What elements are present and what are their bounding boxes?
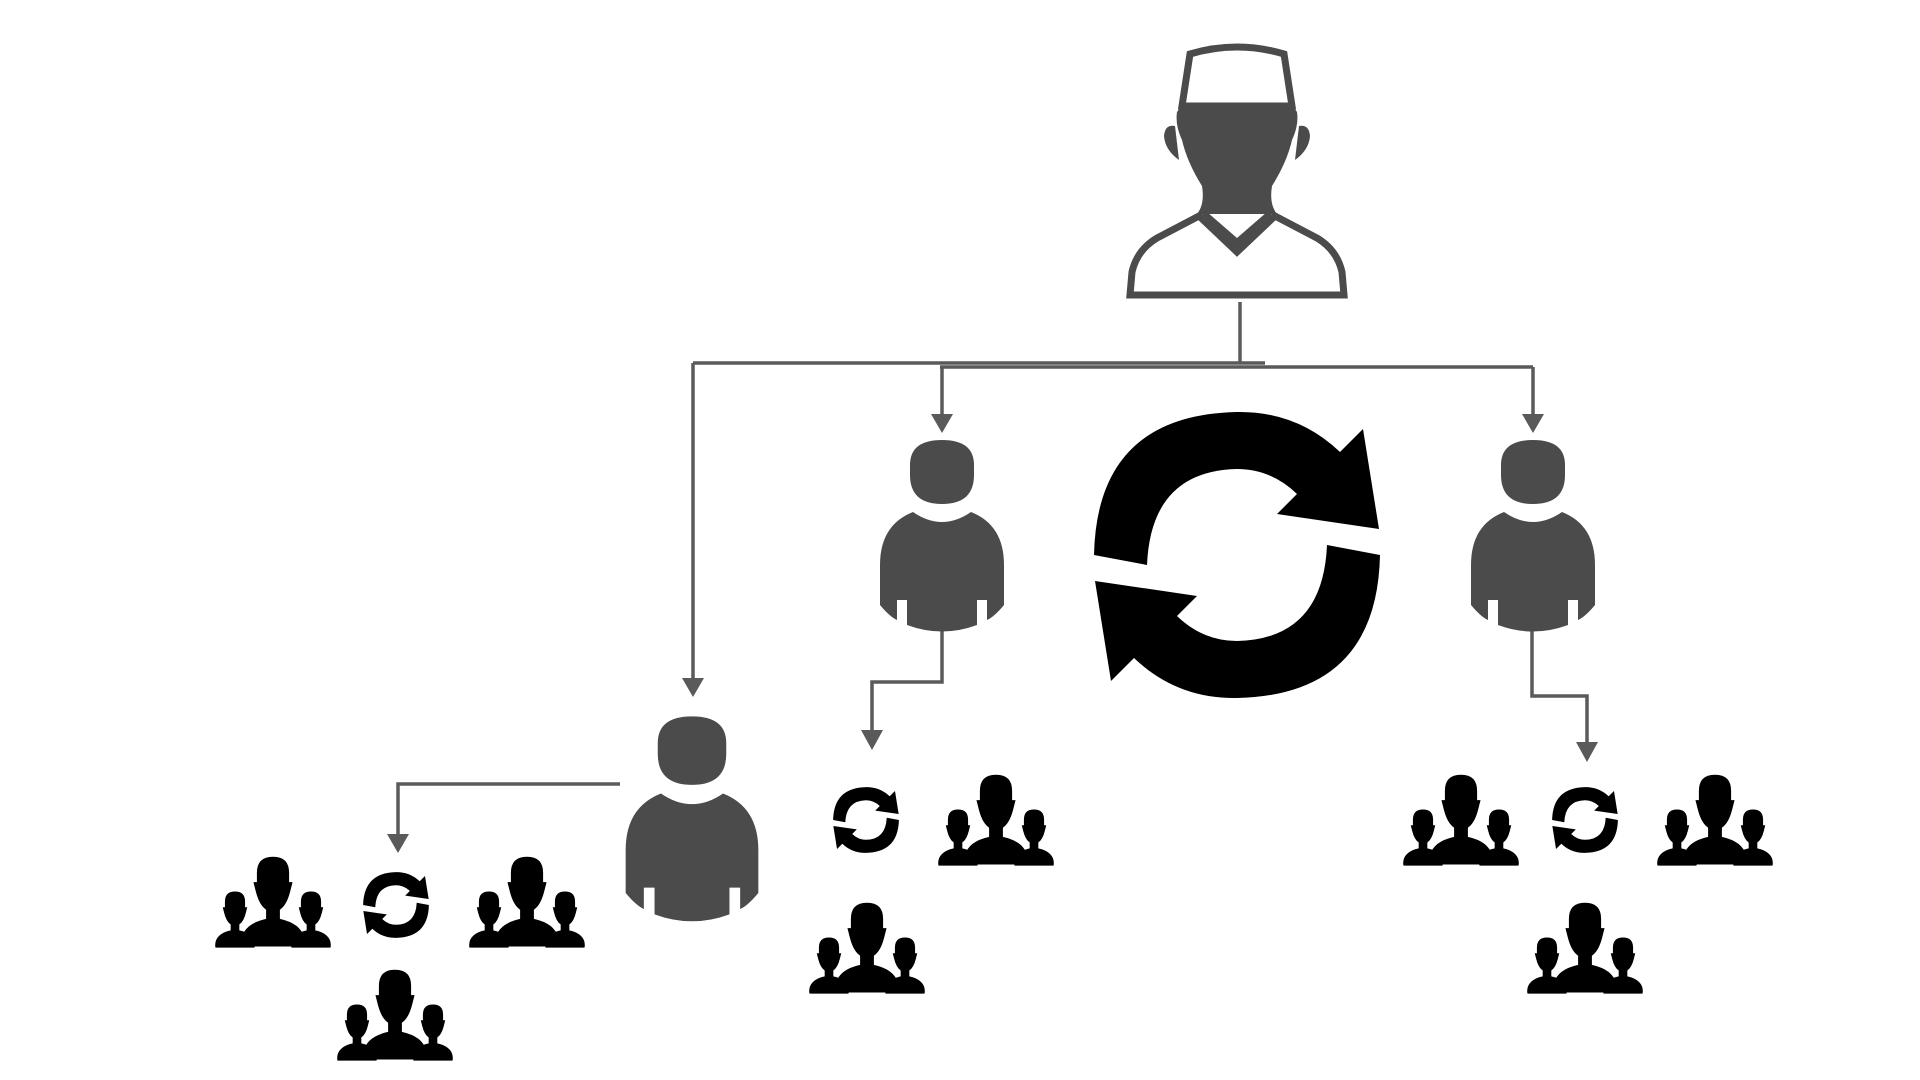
arrow-to-person-right bbox=[1522, 414, 1544, 433]
doctor-coat bbox=[1126, 211, 1348, 299]
people-group-icon bbox=[1403, 774, 1519, 866]
refresh-cycle-icon bbox=[833, 787, 899, 853]
doctor-icon bbox=[1126, 43, 1348, 299]
person-right bbox=[1471, 440, 1595, 632]
person-middle bbox=[880, 440, 1004, 632]
person-left bbox=[625, 716, 759, 922]
people-group-icon bbox=[337, 969, 453, 1061]
arrow-right-team bbox=[1576, 742, 1598, 762]
refresh-cycle-icon bbox=[1094, 411, 1380, 699]
connector-left-team bbox=[396, 782, 620, 834]
team-right bbox=[1403, 774, 1773, 994]
people-group-icon bbox=[1657, 774, 1773, 866]
connector-lines bbox=[387, 302, 1598, 853]
arrow-left-team bbox=[387, 834, 409, 853]
arrow-middle-team bbox=[861, 730, 883, 750]
connector-right-team bbox=[1530, 630, 1589, 742]
people-group-icon bbox=[469, 856, 585, 948]
top-doctor bbox=[1126, 43, 1348, 299]
people-group-icon bbox=[809, 902, 925, 994]
arrow-to-person-left bbox=[682, 678, 704, 697]
person-icon bbox=[1471, 440, 1595, 632]
person-icon bbox=[625, 716, 759, 922]
connector-middle-team bbox=[870, 630, 944, 730]
team-middle bbox=[809, 774, 1054, 994]
people-group-icon bbox=[215, 856, 331, 948]
doctor-cap bbox=[1177, 43, 1297, 110]
refresh-cycle-icon bbox=[363, 872, 429, 938]
people-group-icon bbox=[938, 774, 1054, 866]
connector-bus bbox=[693, 361, 1533, 369]
arrow-to-person-middle bbox=[931, 414, 953, 433]
doctor-head bbox=[1176, 105, 1298, 214]
team-left bbox=[215, 856, 585, 1061]
people-group-icon bbox=[1527, 902, 1643, 994]
person-icon bbox=[880, 440, 1004, 632]
refresh-cycle-icon bbox=[1552, 787, 1618, 853]
